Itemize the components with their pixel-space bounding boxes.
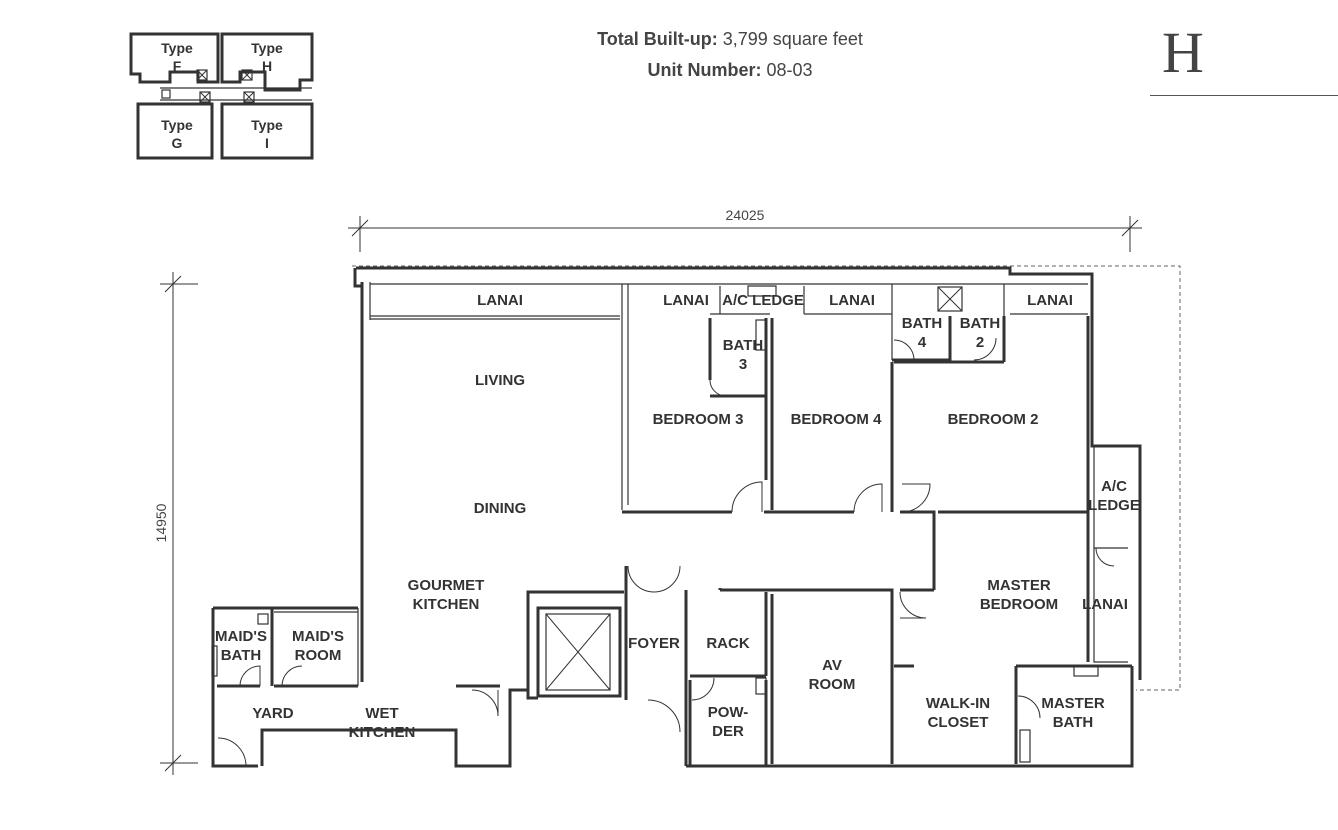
key-type-f-line2: F bbox=[173, 58, 182, 74]
label-walk-in-closet-line1: WALK-IN bbox=[926, 695, 990, 712]
label-ac-ledge-right-line1: A/C bbox=[1101, 478, 1127, 495]
label-bath-3-line1: BATH bbox=[723, 337, 764, 354]
label-powder-line2: DER bbox=[712, 723, 744, 740]
interior-walls bbox=[211, 316, 1132, 767]
label-wet-kitchen-line1: WET bbox=[365, 705, 398, 722]
label-lanai-2: LANAI bbox=[663, 292, 709, 309]
label-master-bedroom-line1: MASTER bbox=[987, 577, 1051, 594]
label-master-bath-line2: BATH bbox=[1053, 714, 1094, 731]
label-master-bedroom-line2: BEDROOM bbox=[980, 596, 1058, 613]
label-maids-bath-line2: BATH bbox=[221, 647, 262, 664]
outline-dashed bbox=[352, 265, 1181, 691]
label-rack: RACK bbox=[706, 635, 749, 652]
key-type-i-line2: I bbox=[265, 135, 269, 151]
label-maids-room-line2: ROOM bbox=[295, 647, 342, 664]
label-av-room-line2: ROOM bbox=[809, 676, 856, 693]
label-wet-kitchen-line2: KITCHEN bbox=[349, 724, 416, 741]
label-ac-ledge-right-line2: LEDGE bbox=[1088, 497, 1140, 514]
key-plan: Type F Type H Type G Type I bbox=[129, 32, 314, 160]
label-gourmet-kitchen-line2: KITCHEN bbox=[413, 596, 480, 613]
label-lanai-4: LANAI bbox=[1027, 292, 1073, 309]
label-lanai-right: LANAI bbox=[1082, 596, 1128, 613]
label-ac-ledge-top: A/C LEDGE bbox=[722, 292, 804, 309]
label-walk-in-closet-line2: CLOSET bbox=[928, 714, 989, 731]
label-gourmet-kitchen-line1: GOURMET bbox=[408, 577, 485, 594]
key-type-i-line1: Type bbox=[251, 117, 283, 133]
built-up-value: 3,799 square feet bbox=[722, 29, 863, 49]
label-dining: DINING bbox=[474, 500, 527, 517]
label-maids-bath-line1: MAID'S bbox=[215, 628, 267, 645]
unit-type-letter: H bbox=[1162, 20, 1204, 85]
width-dimension-label: 24025 bbox=[726, 207, 765, 223]
label-bedroom-4: BEDROOM 4 bbox=[791, 411, 883, 428]
unit-number-value: 08-03 bbox=[766, 60, 813, 80]
label-bedroom-2: BEDROOM 2 bbox=[948, 411, 1039, 428]
label-bedroom-3: BEDROOM 3 bbox=[653, 411, 744, 428]
unit-type-underline bbox=[1150, 95, 1338, 96]
label-foyer: FOYER bbox=[628, 635, 680, 652]
label-master-bath-line1: MASTER bbox=[1041, 695, 1105, 712]
label-lanai-1: LANAI bbox=[477, 292, 523, 309]
label-lanai-3: LANAI bbox=[829, 292, 875, 309]
key-type-f-line1: Type bbox=[161, 40, 193, 56]
unit-number-label: Unit Number: bbox=[647, 60, 762, 80]
label-bath-4-line1: BATH bbox=[902, 315, 943, 332]
key-type-h-line2: H bbox=[262, 58, 272, 74]
label-maids-room-line1: MAID'S bbox=[292, 628, 344, 645]
label-bath-4-line2: 4 bbox=[918, 334, 927, 351]
unit-number-line: Unit Number: 08-03 bbox=[520, 60, 940, 81]
label-powder-line1: POW- bbox=[708, 704, 749, 721]
label-bath-2-line1: BATH bbox=[960, 315, 1001, 332]
depth-dimension-label: 14950 bbox=[153, 503, 169, 542]
label-bath-2-line2: 2 bbox=[976, 334, 984, 351]
width-dimension: 24025 bbox=[348, 207, 1142, 252]
key-type-g-line1: Type bbox=[161, 117, 193, 133]
label-bath-3-line2: 3 bbox=[739, 356, 747, 373]
depth-dimension: 14950 bbox=[153, 272, 198, 775]
label-yard: YARD bbox=[252, 705, 293, 722]
lanai-strip bbox=[369, 282, 1088, 510]
key-type-g-line2: G bbox=[172, 135, 183, 151]
built-up-line: Total Built-up: 3,799 square feet bbox=[520, 29, 940, 50]
label-living: LIVING bbox=[475, 372, 525, 389]
built-up-label: Total Built-up: bbox=[597, 29, 718, 49]
key-type-h-line1: Type bbox=[251, 40, 283, 56]
label-av-room-line1: AV bbox=[822, 657, 842, 674]
exterior-walls bbox=[211, 266, 1142, 768]
room-labels: LANAI LANAI A/C LEDGE LANAI LANAI BATH 3… bbox=[215, 292, 1140, 741]
